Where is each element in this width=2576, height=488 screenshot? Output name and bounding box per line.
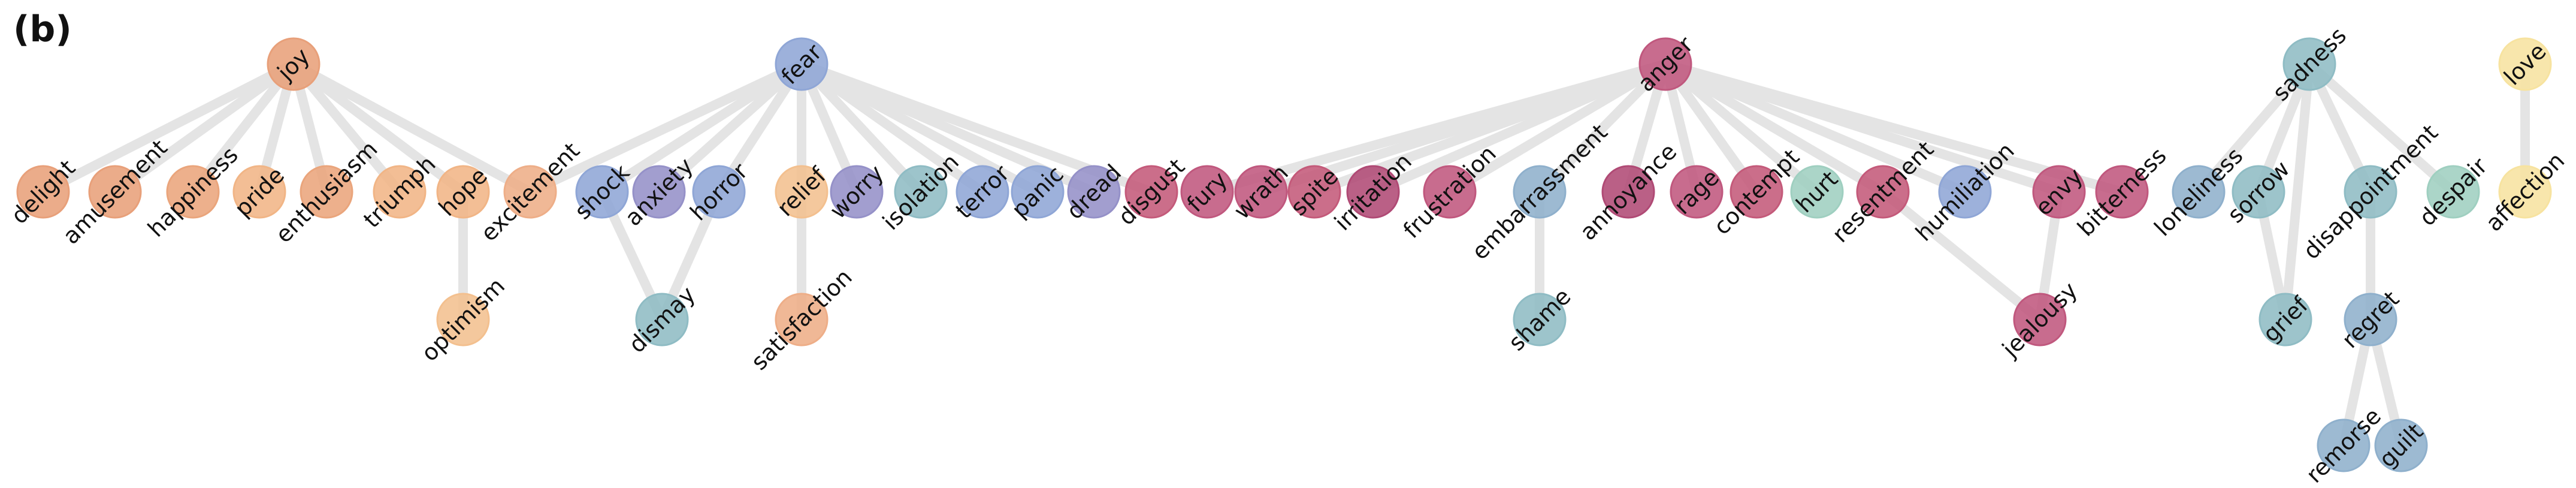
node-jealousy	[2013, 293, 2067, 347]
node-satisfaction	[775, 293, 829, 347]
node-isolation	[894, 165, 948, 219]
node-disappointment	[2344, 165, 2397, 219]
node-shock	[575, 165, 629, 219]
node-label-dismay: dismay	[624, 281, 700, 358]
panel-label: (b)	[13, 8, 72, 50]
node-pride	[232, 165, 286, 219]
node-despair	[2426, 165, 2480, 219]
node-enthusiasm	[300, 165, 353, 219]
node-dread	[1067, 165, 1121, 219]
node-sadness	[2282, 37, 2336, 91]
node-contempt	[1730, 165, 1783, 219]
edge-joy-delight	[38, 59, 298, 197]
edge-fear-isolation	[797, 59, 926, 197]
node-humiliation	[1938, 165, 1992, 219]
node-dismay	[635, 293, 689, 347]
node-rage	[1670, 165, 1724, 219]
edge-anger-resentment	[1661, 59, 1888, 197]
edge-anger-humiliation	[1661, 59, 1970, 197]
edge-joy-amusement	[110, 59, 298, 197]
edge-anger-frustration	[1445, 59, 1670, 197]
node-joy	[267, 37, 321, 91]
node-panic	[1011, 165, 1065, 219]
node-wrath	[1234, 165, 1288, 219]
node-hurt	[1790, 165, 1844, 219]
node-triumph	[373, 165, 427, 219]
nodes-layer	[16, 37, 2552, 472]
node-fury	[1180, 165, 1234, 219]
node-disgust	[1124, 165, 1178, 219]
node-remorse	[2317, 418, 2371, 472]
node-label-anxiety: anxiety	[620, 153, 699, 231]
edge-joy-hope	[289, 59, 468, 197]
edge-fear-anxiety	[654, 59, 806, 197]
edge-anger-embarrassment	[1535, 59, 1670, 197]
node-horror	[692, 165, 746, 219]
node-loneliness	[2172, 165, 2226, 219]
node-embarrassment	[1513, 165, 1567, 219]
node-annoyance	[1601, 165, 1655, 219]
node-affection	[2498, 165, 2552, 219]
node-fear	[775, 37, 829, 91]
edge-joy-happiness	[188, 59, 298, 197]
node-frustration	[1423, 165, 1477, 219]
node-sorrow	[2232, 165, 2285, 219]
edge-anger-hurt	[1661, 59, 1822, 197]
node-grief	[2258, 293, 2312, 347]
edge-fear-excitement	[525, 59, 806, 197]
node-happiness	[166, 165, 220, 219]
node-relief	[775, 165, 829, 219]
node-resentment	[1856, 165, 1910, 219]
edge-joy-excitement	[289, 59, 535, 197]
edge-sadness-grief	[2281, 59, 2314, 324]
node-label-remorse: remorse	[2301, 403, 2386, 488]
node-label-excitement: excitement	[476, 137, 585, 246]
edge-resentment-jealousy	[1878, 187, 2045, 324]
node-love	[2498, 37, 2552, 91]
edge-joy-triumph	[289, 59, 404, 197]
node-worry	[830, 165, 884, 219]
edge-anger-irritation	[1368, 59, 1670, 197]
node-regret	[2344, 293, 2397, 347]
node-excitement	[503, 165, 557, 219]
node-delight	[16, 165, 70, 219]
node-label-disgust: disgust	[1113, 153, 1190, 230]
node-irritation	[1346, 165, 1400, 219]
node-envy	[2032, 165, 2086, 219]
node-bitterness	[2095, 165, 2149, 219]
node-amusement	[88, 165, 142, 219]
node-shame	[1513, 293, 1567, 347]
node-label-enthusiasm: enthusiasm	[270, 135, 382, 248]
node-anxiety	[632, 165, 686, 219]
node-anger	[1638, 37, 1692, 91]
node-terror	[956, 165, 1009, 219]
node-optimism	[436, 293, 490, 347]
node-hope	[436, 165, 490, 219]
edges-layer	[38, 59, 2530, 450]
edge-fear-shock	[597, 59, 806, 197]
edge-sadness-loneliness	[2194, 59, 2314, 197]
node-spite	[1287, 165, 1341, 219]
edge-sadness-despair	[2305, 59, 2458, 197]
node-guilt	[2374, 418, 2428, 472]
